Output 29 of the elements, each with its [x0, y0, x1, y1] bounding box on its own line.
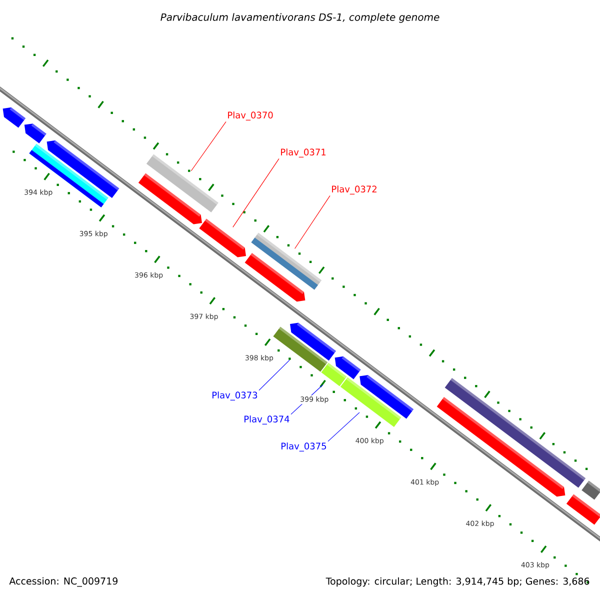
leader-line — [232, 158, 280, 228]
gene-label: Plav_0373 — [212, 392, 258, 400]
gene-label: Plav_0371 — [281, 148, 326, 158]
gene-block — [138, 173, 202, 224]
gene-label: Plav_0374 — [244, 416, 290, 424]
gene-block — [334, 356, 361, 380]
gene-block — [24, 124, 46, 144]
title: Parvibaculum lavamentivorans DS-1, complete genome — [160, 13, 440, 23]
gene-block — [2, 107, 26, 128]
leader-line — [294, 195, 330, 249]
gene-block — [566, 494, 600, 525]
genome-info-text: Topology: circular; Length: 3,914,745 bp; Genes: 3,686 — [326, 577, 590, 587]
gene-block — [273, 326, 328, 372]
gene-block — [244, 253, 306, 302]
leader-line — [190, 121, 226, 172]
leader-line — [258, 360, 290, 391]
gene-label: Plav_0370 — [228, 112, 273, 120]
accession-text: Accession: NC_009719 — [9, 577, 118, 587]
gene-block — [444, 378, 586, 488]
gene-block — [321, 362, 347, 386]
gene-label: Plav_0375 — [282, 442, 326, 452]
gene-block — [146, 154, 218, 212]
gene-block — [582, 480, 600, 500]
gene-block — [340, 377, 402, 427]
gene-label: Plav_0372 — [332, 186, 376, 194]
gene-block — [290, 322, 336, 361]
gene-block — [199, 218, 246, 258]
leader-line — [328, 412, 360, 442]
gene-block — [360, 375, 414, 419]
